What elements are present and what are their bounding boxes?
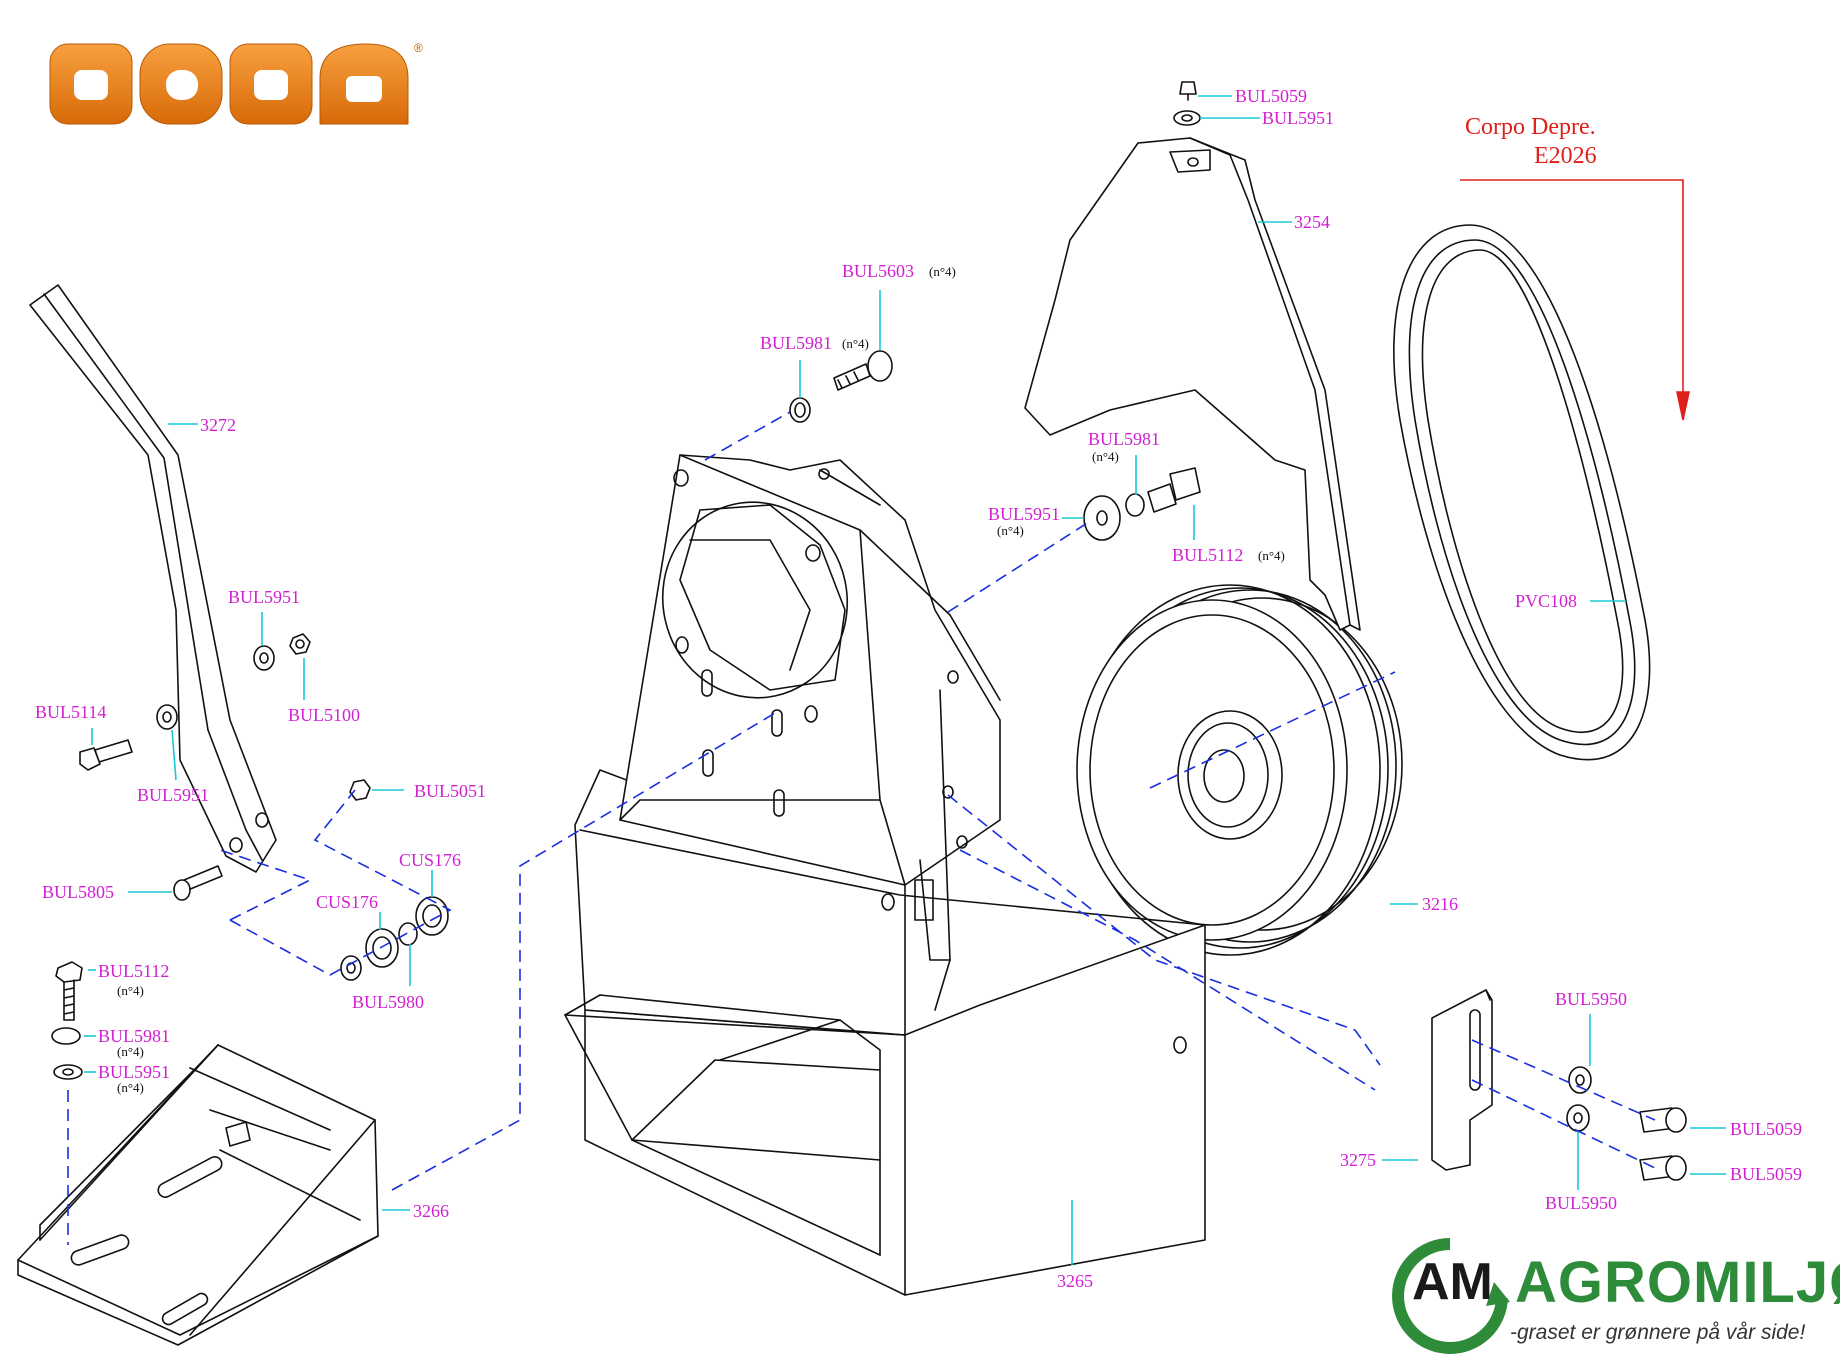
part-label: BUL5100 xyxy=(288,705,360,725)
quantity-note: (n°4) xyxy=(1092,449,1119,464)
part-label: BUL5059 xyxy=(1235,86,1307,106)
part-label: BUL5980 xyxy=(352,992,424,1012)
part-label: BUL5112 xyxy=(1172,545,1244,565)
part-label: 3266 xyxy=(413,1201,449,1221)
quantity-note: (n°4) xyxy=(117,983,144,998)
agromiljo-logo: AM AGROMILJØ -graset er grønnere på vår … xyxy=(1390,1236,1840,1356)
part-label: BUL5805 xyxy=(42,882,114,902)
pulley-part xyxy=(1076,584,1403,956)
part-label: 3216 xyxy=(1422,894,1458,914)
doda-logo: ® xyxy=(49,41,423,125)
main-housing-part xyxy=(564,454,1206,1296)
part-label: BUL5951 xyxy=(98,1062,170,1082)
assembly-lines xyxy=(67,411,1656,1245)
handle-lever-part xyxy=(29,284,277,873)
part-label: BUL5603 xyxy=(842,261,914,281)
part-label: BUL5951 xyxy=(1262,108,1334,128)
part-label: 3265 xyxy=(1057,1271,1093,1291)
part-label: BUL5112 xyxy=(98,961,170,981)
registered-mark: ® xyxy=(414,41,423,55)
note-line-1: Corpo Depre. xyxy=(1465,114,1596,140)
part-label: 3254 xyxy=(1294,212,1330,232)
part-label: BUL5059 xyxy=(1730,1164,1802,1184)
dealer-initials: AM xyxy=(1412,1253,1493,1311)
part-label: BUL5981 xyxy=(760,333,832,353)
part-label: CUS176 xyxy=(316,892,379,912)
part-label: BUL5051 xyxy=(414,781,486,801)
hardware-parts xyxy=(51,81,1687,1181)
tension-bracket-part xyxy=(1431,989,1493,1171)
quantity-note: (n°4) xyxy=(117,1080,144,1095)
recycle-circle-icon xyxy=(1392,1238,1510,1354)
quantity-note: (n°4) xyxy=(842,336,869,351)
part-label: 3272 xyxy=(200,415,236,435)
belt-guard-part xyxy=(1024,137,1361,631)
part-label: CUS176 xyxy=(399,850,462,870)
part-label: BUL5951 xyxy=(228,587,300,607)
part-label: BUL5981 xyxy=(1088,429,1160,449)
part-label: BUL5114 xyxy=(35,702,107,722)
quantity-note: (n°4) xyxy=(1258,548,1285,563)
part-label: BUL5059 xyxy=(1730,1119,1802,1139)
dealer-slogan: -graset er grønnere på vår side! xyxy=(1510,1321,1806,1344)
part-label: PVC108 xyxy=(1515,591,1578,611)
part-label: BUL5950 xyxy=(1545,1193,1617,1213)
part-label: BUL5981 xyxy=(98,1026,170,1046)
note-line-2: E2026 xyxy=(1534,143,1597,169)
quantity-note: (n°4) xyxy=(997,523,1024,538)
part-label: 3275 xyxy=(1340,1150,1376,1170)
part-label: BUL5951 xyxy=(137,785,209,805)
part-label: BUL5950 xyxy=(1555,989,1627,1009)
dealer-name: AGROMILJØ xyxy=(1515,1250,1840,1315)
quantity-note: (n°4) xyxy=(929,264,956,279)
part-label: BUL5951 xyxy=(988,504,1060,524)
base-plate-part xyxy=(17,1044,379,1346)
leader-lines xyxy=(84,95,1726,1265)
quantity-note: (n°4) xyxy=(117,1044,144,1059)
drive-belt-part xyxy=(1393,224,1651,761)
red-reference-arrow xyxy=(1460,179,1690,421)
